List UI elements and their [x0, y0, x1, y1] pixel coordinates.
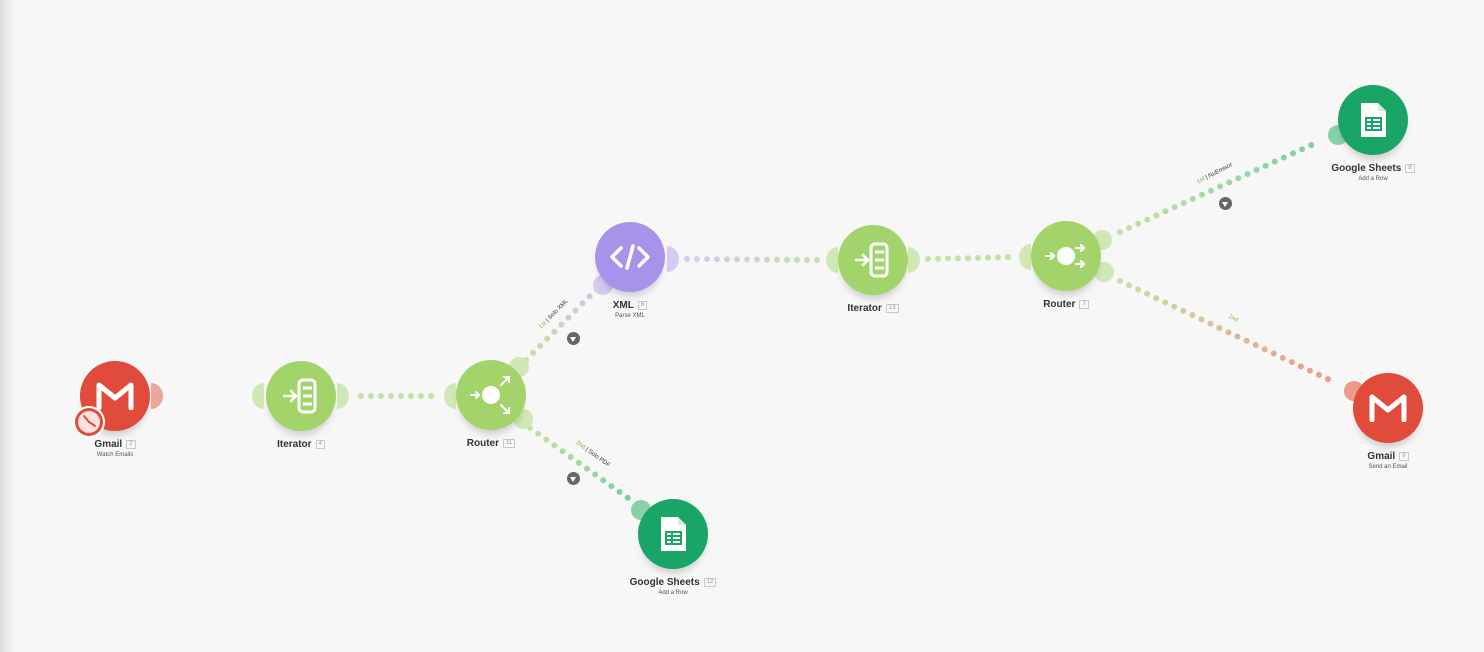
module-id-badge: 9 — [1399, 451, 1409, 461]
module-title: Google Sheets — [1331, 163, 1402, 174]
output-handle — [337, 383, 349, 409]
input-handle — [252, 383, 264, 409]
module-subtitle: Parse XML — [615, 313, 645, 319]
output-handle — [667, 246, 679, 272]
module-title: Iterator — [277, 439, 312, 450]
module-title: Router — [466, 438, 499, 449]
gmail-module-circle[interactable] — [1353, 373, 1423, 443]
module-title: Iterator — [847, 303, 882, 314]
module-subtitle: Watch Emails — [96, 452, 134, 458]
module-router-11[interactable]: Router 11 — [421, 360, 561, 449]
link-xml-iterator — [684, 256, 821, 263]
output-handle — [908, 247, 920, 273]
iterator-icon — [854, 242, 889, 278]
module-id-badge: 13 — [885, 303, 899, 313]
module-id-badge: 2 — [126, 439, 136, 449]
link-router-sheets — [527, 425, 631, 501]
gmail-icon — [96, 382, 134, 410]
module-id-badge: 7 — [1079, 299, 1089, 309]
module-subtitle: Add a Row — [1358, 176, 1388, 182]
gmail-icon — [1369, 394, 1407, 422]
module-title: Router — [1043, 299, 1076, 310]
google-sheets-icon — [661, 517, 686, 551]
iterator-module-circle[interactable] — [266, 361, 336, 431]
filter-icon[interactable] — [567, 472, 580, 485]
module-id-badge: 11 — [503, 438, 516, 448]
module-subtitle: Add a Row — [658, 590, 688, 596]
filter-icon[interactable] — [567, 332, 580, 345]
module-title: XML — [612, 300, 634, 311]
module-id-badge: 12 — [703, 577, 717, 587]
router-module-circle[interactable] — [456, 360, 526, 430]
canvas-left-edge — [0, 0, 14, 652]
scheduling-clock-icon[interactable] — [72, 405, 106, 439]
gmail-module-circle[interactable] — [73, 361, 150, 438]
module-title: Gmail — [1367, 451, 1396, 462]
module-id-badge: 8 — [1405, 163, 1415, 173]
module-id-badge: 4 — [315, 439, 325, 449]
module-title: Google Sheets — [629, 577, 700, 588]
router-icon — [470, 376, 510, 414]
iterator-module-circle[interactable] — [838, 225, 908, 295]
output-handle — [151, 383, 163, 409]
input-handle — [444, 383, 456, 409]
google-sheets-module-circle[interactable] — [638, 499, 708, 569]
module-subtitle: Send an Email — [1368, 464, 1408, 470]
xml-icon — [610, 244, 650, 270]
link-router-xml — [523, 278, 608, 363]
module-id-badge: 6 — [637, 300, 648, 310]
xml-module-circle[interactable] — [595, 222, 665, 292]
router-module-circle[interactable] — [1031, 221, 1101, 291]
input-handle — [826, 247, 838, 273]
link-router2-gmail — [1117, 278, 1337, 385]
link-router2-sheets — [1117, 139, 1321, 235]
google-sheets-icon — [1361, 103, 1386, 137]
input-handle — [1019, 244, 1031, 270]
google-sheets-module-circle[interactable] — [1338, 85, 1408, 155]
iterator-icon — [282, 378, 317, 414]
module-title: Gmail — [94, 439, 123, 450]
filter-icon[interactable] — [1219, 197, 1232, 210]
router-icon — [1045, 244, 1086, 268]
